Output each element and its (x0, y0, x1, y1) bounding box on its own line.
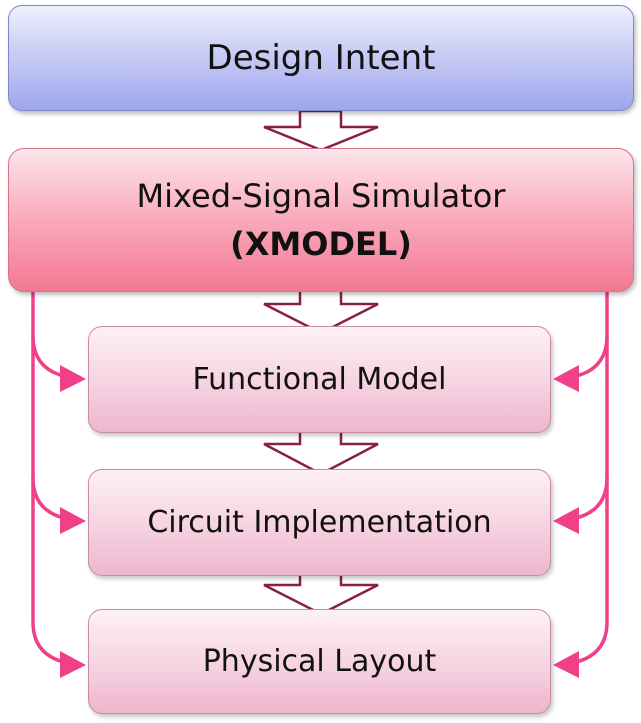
simulator-sublabel: (XMODEL) (230, 225, 412, 263)
functional-model-box: Functional Model (88, 326, 551, 433)
physical-layout-box: Physical Layout (88, 609, 551, 714)
mixed-signal-simulator-box: Mixed-Signal Simulator (XMODEL) (8, 148, 634, 292)
circuit-implementation-label: Circuit Implementation (147, 504, 492, 540)
left-arrowhead-layout (60, 651, 86, 678)
simulator-label: Mixed-Signal Simulator (136, 177, 506, 215)
left-arrowhead-circuit (60, 507, 86, 534)
design-intent-label: Design Intent (206, 37, 436, 78)
physical-layout-label: Physical Layout (202, 643, 437, 679)
left-connector-to-circuit (31, 334, 70, 521)
circuit-implementation-box: Circuit Implementation (88, 469, 551, 576)
right-connector-to-layout (570, 476, 609, 665)
flow-arrow-intent-to-simulator (263, 109, 379, 152)
right-arrowhead-layout (553, 651, 579, 678)
left-connector-to-functional (31, 290, 70, 379)
functional-model-label: Functional Model (192, 361, 447, 397)
right-connector-to-functional (570, 290, 609, 379)
right-connector-to-circuit (570, 334, 609, 521)
design-intent-box: Design Intent (8, 5, 634, 111)
left-arrowhead-functional (60, 365, 86, 392)
right-arrowhead-circuit (553, 507, 579, 534)
left-connector-to-layout (31, 476, 70, 665)
right-arrowhead-functional (553, 365, 579, 392)
